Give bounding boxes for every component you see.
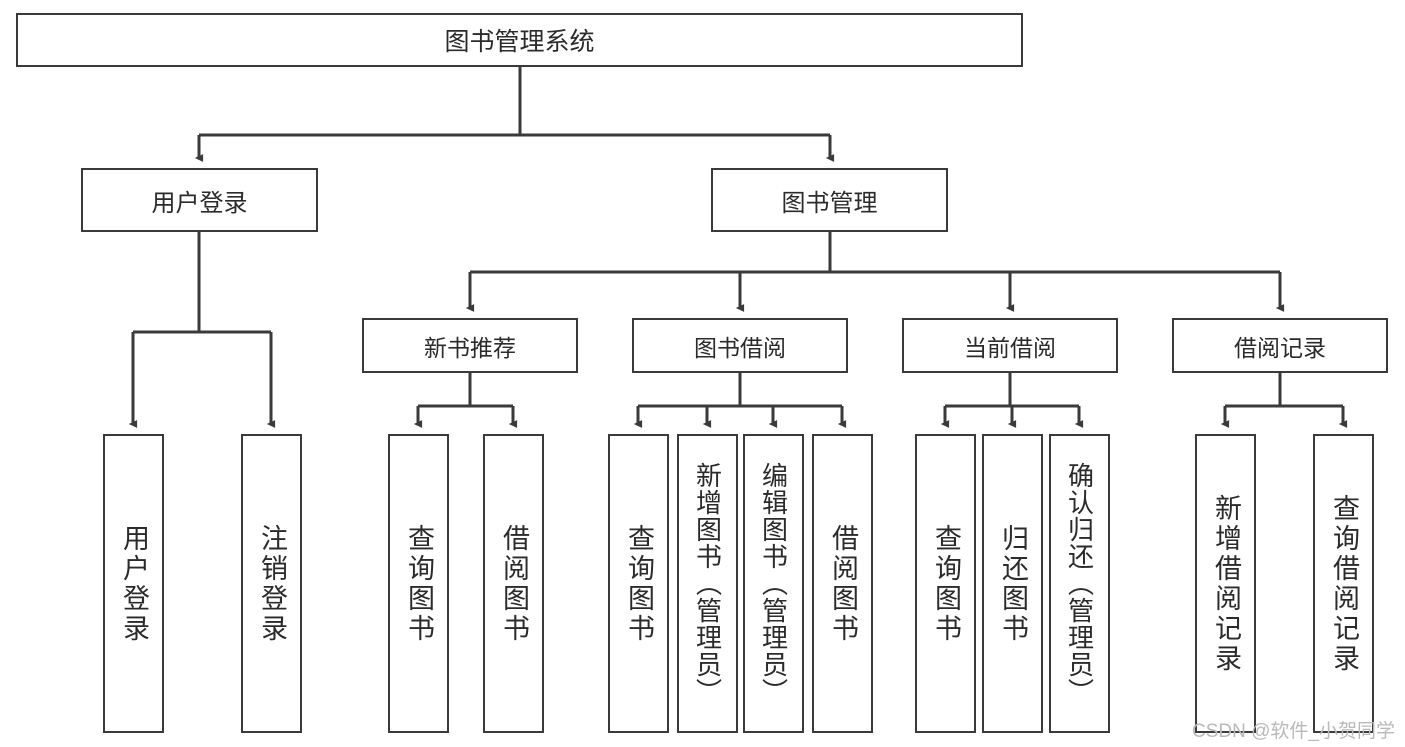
node-root-label: 图书管理系统 <box>444 28 595 56</box>
leaf-user-login-logout[interactable]: 注销登录 <box>241 434 302 733</box>
leaf-borrow-add-book-admin[interactable]: 新增图书（管理员） <box>677 434 738 733</box>
node-current-borrow-label: 当前借阅 <box>964 334 1056 361</box>
leaf-borrow-query-book[interactable]: 查询图书 <box>608 434 669 733</box>
node-borrow-record[interactable]: 借阅记录 <box>1172 318 1388 373</box>
leaf-label: 用户登录 <box>119 523 149 644</box>
leaf-label: 查询图书 <box>404 523 434 644</box>
node-root[interactable]: 图书管理系统 <box>16 13 1023 67</box>
node-user-login[interactable]: 用户登录 <box>81 168 318 232</box>
node-book-management-label: 图书管理 <box>781 189 878 217</box>
leaf-label: 新增借阅记录 <box>1211 493 1241 674</box>
leaf-current-return-book[interactable]: 归还图书 <box>982 434 1043 733</box>
leaf-recommend-borrow-book[interactable]: 借阅图书 <box>483 434 544 733</box>
leaf-label: 新增图书（管理员） <box>692 462 723 705</box>
leaf-label: 注销登录 <box>257 523 287 644</box>
node-borrow-record-label: 借阅记录 <box>1234 334 1326 361</box>
leaf-record-query-record[interactable]: 查询借阅记录 <box>1313 434 1374 733</box>
leaf-recommend-query-book[interactable]: 查询图书 <box>388 434 449 733</box>
leaf-label: 编辑图书（管理员） <box>758 462 789 705</box>
leaf-label: 查询图书 <box>624 523 654 644</box>
node-book-borrow[interactable]: 图书借阅 <box>632 318 848 373</box>
node-new-book-recommend[interactable]: 新书推荐 <box>362 318 578 373</box>
leaf-current-query-book[interactable]: 查询图书 <box>915 434 976 733</box>
leaf-current-confirm-return-admin[interactable]: 确认归还（管理员） <box>1049 434 1110 733</box>
node-current-borrow[interactable]: 当前借阅 <box>902 318 1118 373</box>
leaf-label: 借阅图书 <box>828 523 858 644</box>
leaf-label: 借阅图书 <box>499 523 529 644</box>
leaf-borrow-edit-book-admin[interactable]: 编辑图书（管理员） <box>743 434 804 733</box>
node-new-book-recommend-label: 新书推荐 <box>424 334 516 361</box>
leaf-label: 归还图书 <box>998 523 1028 644</box>
leaf-user-login-login[interactable]: 用户登录 <box>103 434 164 733</box>
leaf-label: 查询图书 <box>931 523 961 644</box>
leaf-record-add-record[interactable]: 新增借阅记录 <box>1195 434 1256 733</box>
leaf-label: 查询借阅记录 <box>1329 493 1359 674</box>
node-book-borrow-label: 图书借阅 <box>694 334 786 361</box>
watermark: CSDN @软件_小贺同学 <box>1192 721 1395 742</box>
leaf-label: 确认归还（管理员） <box>1064 462 1095 705</box>
node-book-management[interactable]: 图书管理 <box>711 168 948 232</box>
node-user-login-label: 用户登录 <box>151 189 248 217</box>
leaf-borrow-borrow-book[interactable]: 借阅图书 <box>812 434 873 733</box>
